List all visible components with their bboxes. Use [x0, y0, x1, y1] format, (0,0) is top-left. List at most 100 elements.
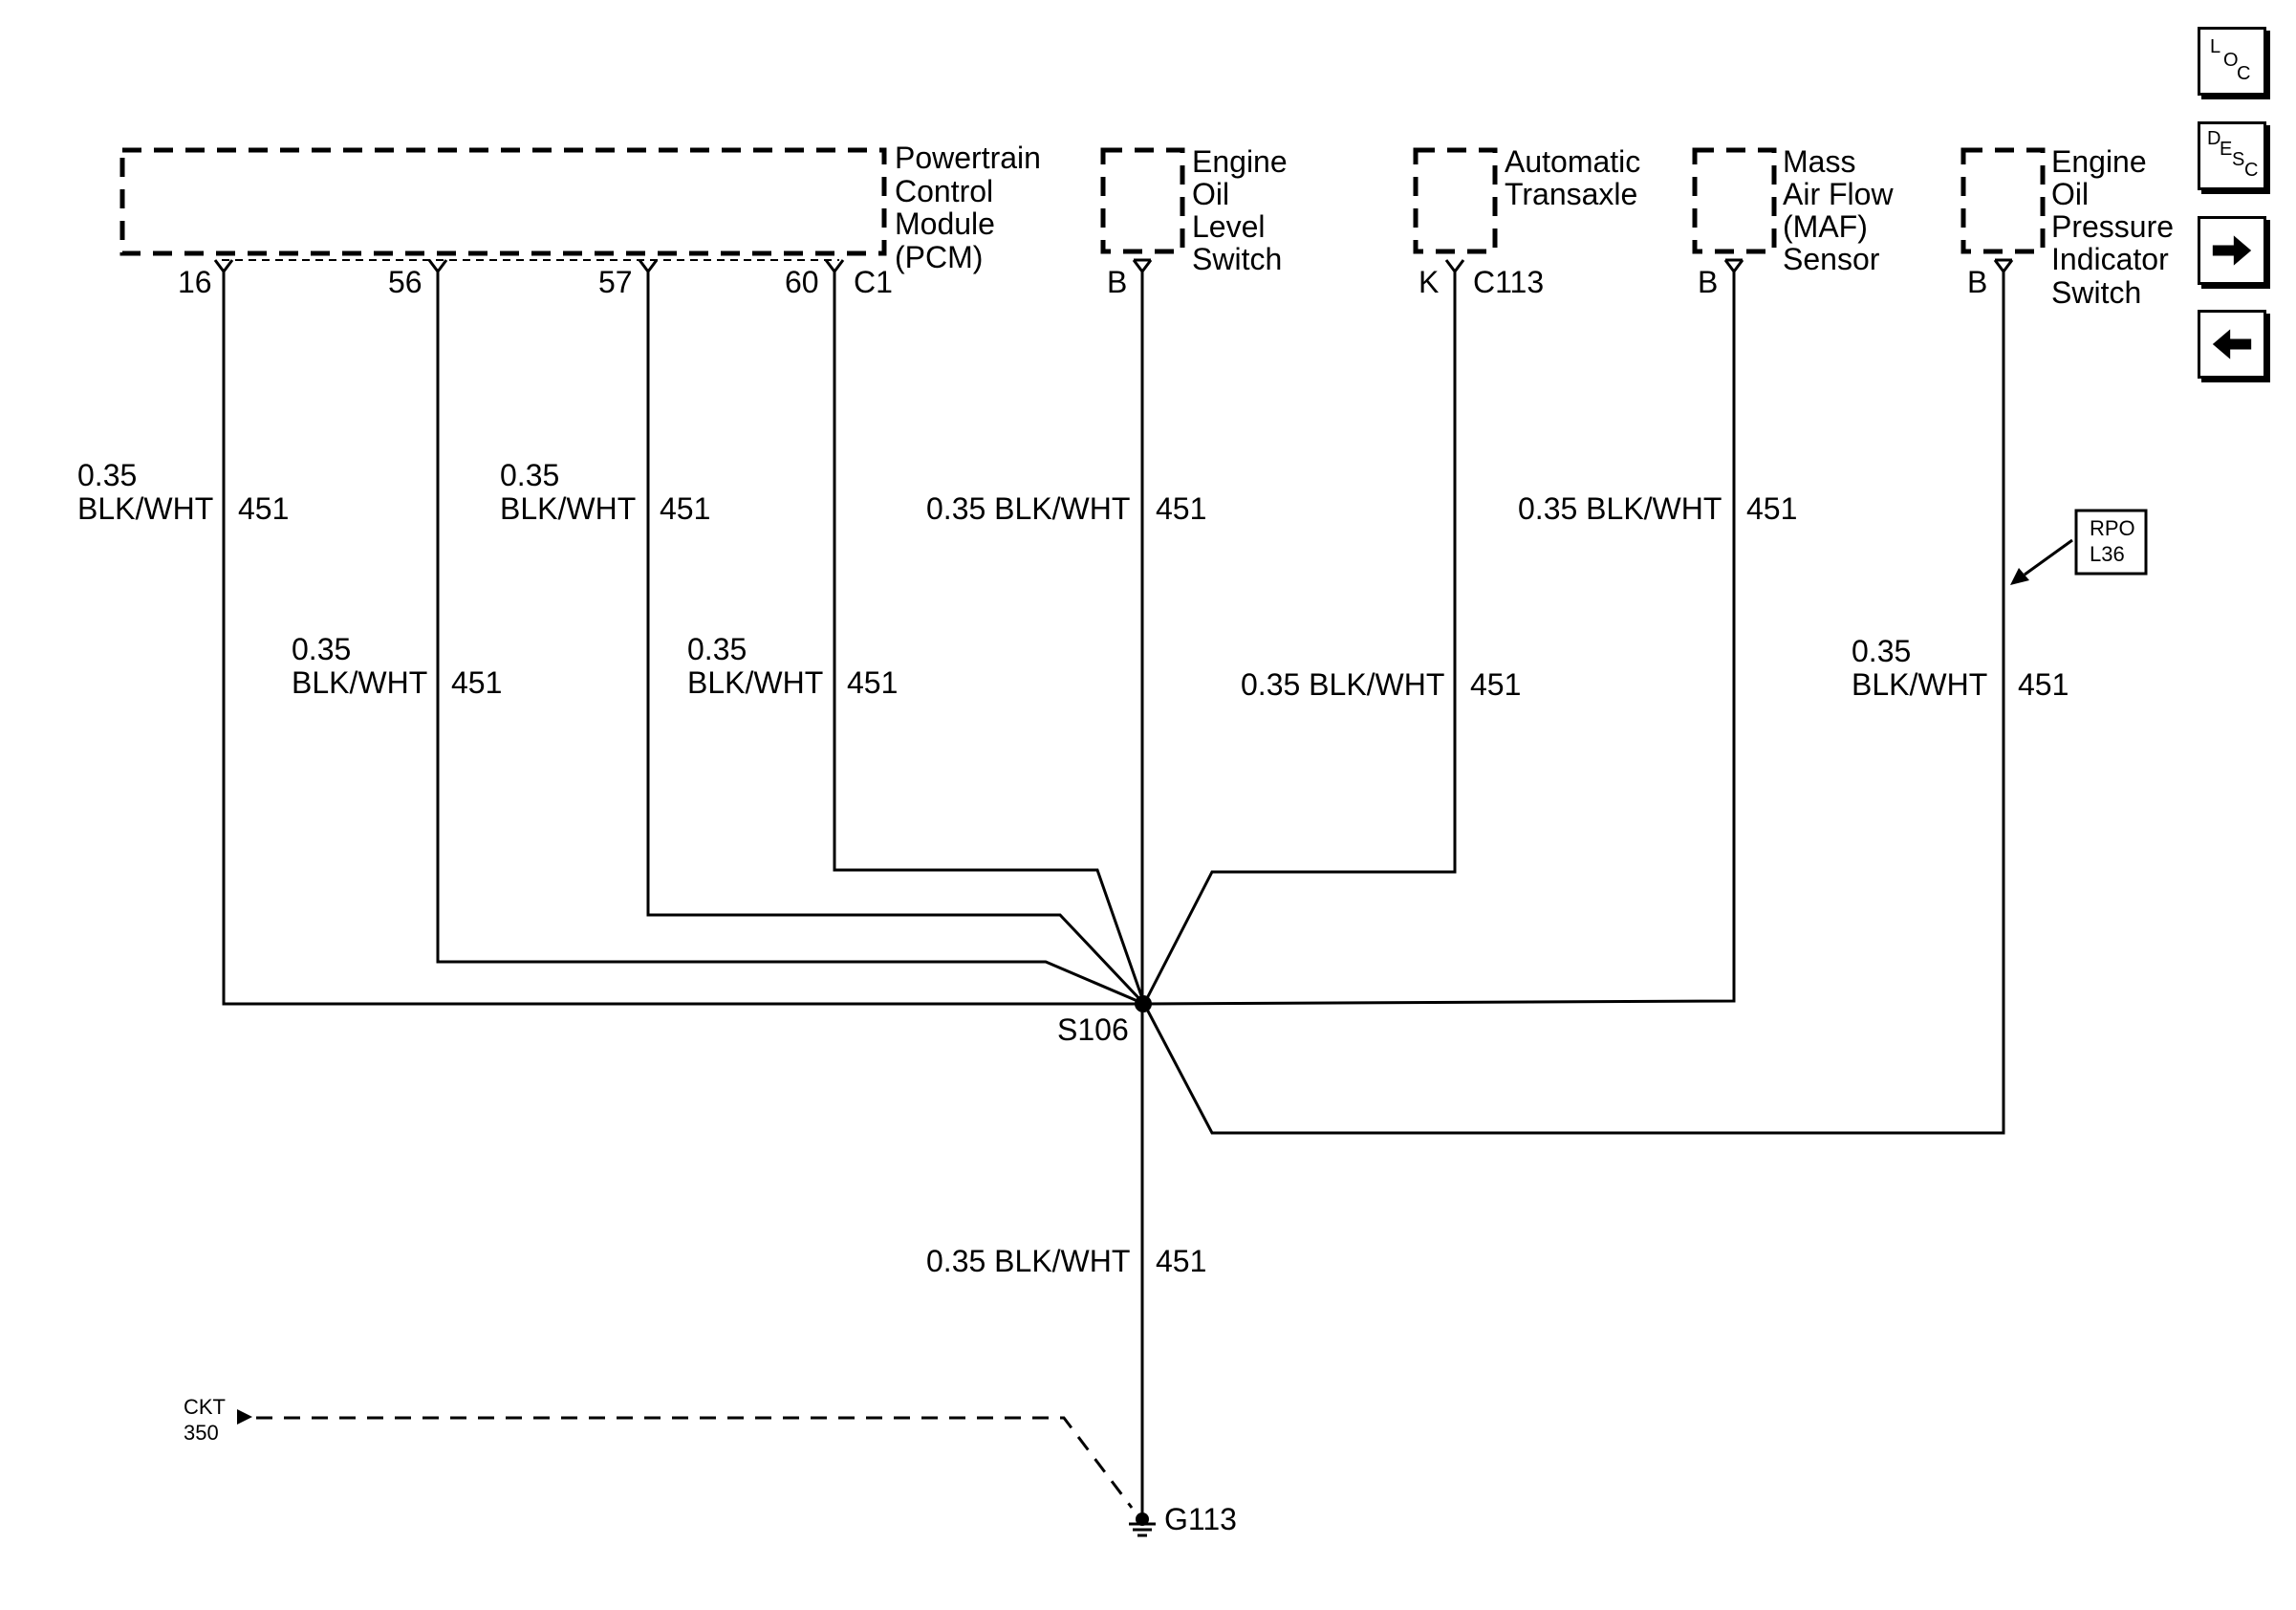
pin-symbol-pcm-16 — [213, 259, 234, 274]
pin-label-oil-level: B — [1107, 265, 1127, 299]
wire-label-maf-circuit: 451 — [1746, 491, 1797, 526]
oil-pressure-switch-box — [1960, 147, 2046, 254]
ckt-label-line-1: CKT — [184, 1395, 226, 1419]
wire-label-ground-inline: 0.35 BLK/WHT — [926, 1244, 1130, 1278]
maf-sensor-box — [1692, 147, 1777, 254]
next-page-button[interactable] — [2198, 216, 2266, 285]
oil-pressure-label-line-5: Switch — [2051, 275, 2141, 310]
pcm-label-line-2: Control — [895, 174, 993, 208]
rpo-label-line-1: RPO — [2090, 516, 2135, 540]
wire-label-pcm-16-size: 0.35 — [77, 458, 137, 492]
wire-label-transaxle-inline: 0.35 BLK/WHT — [1241, 667, 1444, 702]
wire-pcm-57 — [646, 272, 1146, 1006]
rpo-box — [2074, 509, 2148, 576]
wire-label-pcm-60-size: 0.35 — [687, 632, 747, 666]
loc-letter-l: L — [2210, 36, 2221, 57]
transaxle-label: Automatic Transaxle — [1505, 144, 1649, 211]
oil-level-label-line-4: Switch — [1192, 242, 1282, 276]
oil-level-label-line-2: Oil — [1192, 177, 1229, 211]
maf-label-line-4: Sensor — [1783, 242, 1880, 276]
wire-label-transaxle-circuit: 451 — [1470, 667, 1521, 702]
ckt-label-line-2: 350 — [184, 1421, 219, 1445]
right-arrow-icon — [2212, 235, 2252, 266]
maf-sensor-label: Mass Air Flow (MAF) Sensor — [1783, 144, 1901, 276]
wire-label-ground-circuit: 451 — [1156, 1244, 1206, 1278]
rpo-arrow-head — [2010, 568, 2029, 585]
wire-label-pcm-57-size: 0.35 — [500, 458, 559, 492]
desc-letter-d: D — [2207, 128, 2221, 149]
wire-label-pcm-60-color: BLK/WHT — [687, 665, 823, 700]
maf-label-line-2: Air Flow — [1783, 177, 1894, 211]
transaxle-label-line-1: Automatic — [1505, 144, 1640, 179]
pin-symbol-transaxle — [1444, 259, 1465, 274]
transaxle-box — [1413, 147, 1498, 254]
loc-button[interactable]: L O C — [2198, 27, 2266, 96]
wire-label-pcm-16-color: BLK/WHT — [77, 491, 213, 526]
loc-letter-o: O — [2223, 50, 2239, 71]
wire-label-pcm-16-circuit: 451 — [238, 491, 289, 526]
pin-label-transaxle: K — [1419, 265, 1439, 299]
wire-pcm-56 — [436, 272, 1145, 1006]
oil-level-switch-box — [1100, 147, 1185, 254]
maf-label-line-1: Mass — [1783, 144, 1855, 179]
wire-label-pcm-56-size: 0.35 — [292, 632, 351, 666]
rpo-arrow-line — [2024, 538, 2073, 577]
pin-label-pcm-16: 16 — [178, 265, 212, 299]
pcm-label-line-3: Module — [895, 207, 995, 241]
pin-symbol-oil-pressure — [1993, 259, 2014, 274]
transaxle-label-line-2: Transaxle — [1505, 177, 1637, 211]
oil-pressure-switch-label: Engine Oil Pressure Indicator Switch — [2051, 144, 2182, 310]
wire-label-oil-level-inline: 0.35 BLK/WHT — [926, 491, 1130, 526]
rpo-label-line-2: L36 — [2090, 542, 2125, 566]
oil-level-switch-label: Engine Oil Level Switch — [1192, 144, 1296, 276]
oil-pressure-label-line-3: Pressure — [2051, 209, 2174, 244]
pin-label-pcm-60: 60 — [785, 265, 819, 299]
pin-label-pcm-57: 57 — [598, 265, 633, 299]
oil-level-label-line-3: Level — [1192, 209, 1266, 244]
pin-symbol-oil-level — [1132, 259, 1153, 274]
loc-letter-c: C — [2237, 63, 2251, 84]
oil-pressure-label-line-1: Engine — [2051, 144, 2147, 179]
pin-label-transaxle-connector: C113 — [1473, 265, 1544, 299]
pin-label-oil-pressure: B — [1967, 265, 1987, 299]
ckt-arrow-head — [237, 1409, 252, 1425]
wire-transaxle — [1142, 272, 1457, 1005]
wire-label-oil-level-circuit: 451 — [1156, 491, 1206, 526]
pcm-label: Powertrain Control Module (PCM) — [895, 141, 1050, 274]
wire-label-pcm-56-color: BLK/WHT — [292, 665, 427, 700]
wire-label-pcm-57-color: BLK/WHT — [500, 491, 636, 526]
pcm-box — [119, 147, 887, 256]
wire-pcm-16 — [222, 272, 1144, 1006]
pin-symbol-pcm-57 — [638, 259, 659, 274]
maf-label-line-3: (MAF) — [1783, 209, 1868, 244]
wire-label-pcm-57-circuit: 451 — [660, 491, 710, 526]
ckt-350-dashed-wire — [256, 1416, 1134, 1509]
oil-level-label-line-1: Engine — [1192, 144, 1288, 179]
pin-label-pcm-56: 56 — [388, 265, 422, 299]
desc-button[interactable]: D E S C — [2198, 121, 2266, 190]
wire-label-oil-pressure-size: 0.35 — [1852, 634, 1911, 668]
ground-icon — [1129, 1512, 1156, 1537]
wire-label-pcm-60-circuit: 451 — [847, 665, 898, 700]
pin-label-pcm-connector: C1 — [854, 265, 893, 299]
splice-label: S106 — [1057, 1012, 1129, 1047]
prev-page-button[interactable] — [2198, 310, 2266, 379]
pin-label-maf: B — [1698, 265, 1718, 299]
pcm-label-line-1: Powertrain — [895, 141, 1041, 175]
pcm-label-line-4: (PCM) — [895, 240, 983, 274]
desc-letter-c: C — [2244, 160, 2259, 181]
wire-maf — [1143, 272, 1736, 1006]
wire-label-maf-inline: 0.35 BLK/WHT — [1518, 491, 1722, 526]
pin-symbol-pcm-56 — [427, 259, 448, 274]
pin-symbol-pcm-60 — [824, 259, 845, 274]
ground-label: G113 — [1164, 1502, 1237, 1536]
wires — [222, 272, 2005, 1520]
wire-label-oil-pressure-color: BLK/WHT — [1852, 667, 1987, 702]
wire-label-pcm-56-circuit: 451 — [451, 665, 502, 700]
pin-symbol-maf — [1723, 259, 1744, 274]
wire-oil-pressure — [1142, 272, 2005, 1135]
splice-s106-dot — [1135, 995, 1152, 1012]
oil-pressure-label-line-2: Oil — [2051, 177, 2089, 211]
wire-label-oil-pressure-circuit: 451 — [2018, 667, 2069, 702]
